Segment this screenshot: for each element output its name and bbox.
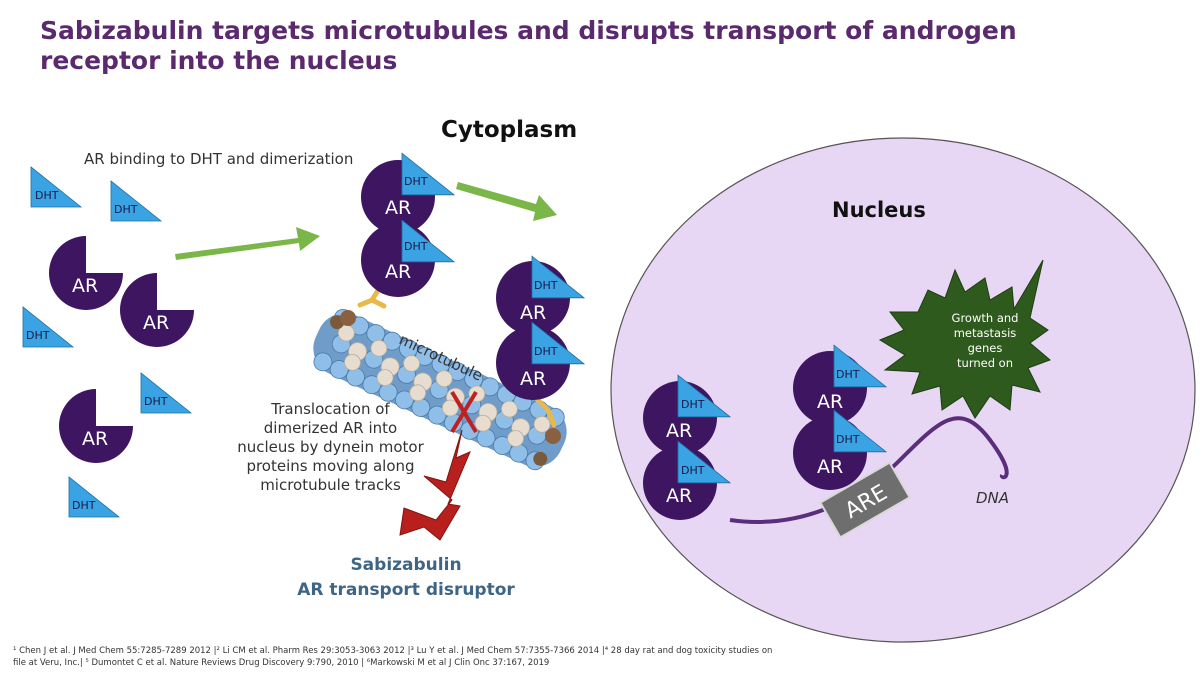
- gene-line-4: turned on: [957, 356, 1013, 370]
- nucleus-ellipse: [610, 137, 1196, 643]
- page-title: Sabizabulin targets microtubules and dis…: [40, 16, 1017, 75]
- drug-name: Sabizabulin: [350, 555, 462, 575]
- svg-text:AR: AR: [817, 456, 843, 478]
- ar-receptor: AR: [120, 273, 194, 347]
- svg-text:DHT: DHT: [404, 240, 428, 253]
- drug-role: AR transport disruptor: [297, 580, 515, 600]
- ar-receptor: AR: [59, 389, 133, 463]
- svg-text:AR: AR: [143, 312, 169, 334]
- gene-line-3: genes: [968, 341, 1003, 355]
- svg-text:DHT: DHT: [404, 175, 428, 188]
- translocation-line: microtubule tracks: [260, 476, 401, 494]
- dht-ligand: DHT: [140, 372, 192, 414]
- svg-text:AR: AR: [82, 428, 108, 450]
- svg-text:DHT: DHT: [114, 203, 138, 216]
- svg-text:AR: AR: [666, 485, 692, 507]
- dna-strand: [729, 416, 1009, 524]
- svg-text:AR: AR: [817, 391, 843, 413]
- translocation-line: nucleus by dynein motor: [237, 438, 424, 456]
- footnote-line-1: ¹ Chen J et al. J Med Chem 55:7285-7289 …: [13, 646, 773, 656]
- svg-text:DHT: DHT: [836, 368, 860, 381]
- dht-ligand: DHT: [30, 166, 82, 208]
- dht-ligand: DHT: [68, 476, 120, 518]
- ar-dht-dimer-bound: DHT DHT AR AR: [793, 344, 887, 490]
- svg-text:DHT: DHT: [72, 499, 96, 512]
- microtubule: [313, 308, 567, 471]
- svg-text:AR: AR: [72, 275, 98, 297]
- translocation-line: Translocation of: [271, 400, 390, 418]
- svg-text:DHT: DHT: [836, 433, 860, 446]
- ar-receptor: AR: [49, 236, 123, 310]
- dynein-motor: [340, 284, 387, 326]
- svg-text:DHT: DHT: [144, 395, 168, 408]
- dynein-motor: [533, 395, 561, 444]
- svg-text:DHT: DHT: [534, 345, 558, 358]
- ar-dht-dimer: DHT DHT AR AR: [361, 152, 455, 297]
- arrow-to-nucleus: [456, 182, 557, 221]
- svg-text:AR: AR: [520, 368, 546, 390]
- svg-text:DHT: DHT: [681, 464, 705, 477]
- gene-line-2: metastasis: [954, 326, 1017, 340]
- dimerization-step-label: AR binding to DHT and dimerization: [84, 150, 354, 168]
- footnote-line-2: file at Veru, Inc.| ⁵ Dumontet C et al. …: [13, 658, 550, 668]
- sabizabulin-bolt-icon: [399, 429, 471, 541]
- gene-line-1: Growth and: [952, 311, 1019, 325]
- svg-text:DHT: DHT: [681, 398, 705, 411]
- cytoplasm-label: Cytoplasm: [441, 117, 578, 143]
- svg-text:DHT: DHT: [35, 189, 59, 202]
- svg-text:DHT: DHT: [26, 329, 50, 342]
- ar-dht-dimer: DHT DHT AR AR: [496, 255, 585, 400]
- translocation-line: proteins moving along: [246, 457, 415, 475]
- footnote: ¹ Chen J et al. J Med Chem 55:7285-7289 …: [13, 645, 913, 669]
- gene-activation-burst: [878, 259, 1051, 419]
- svg-text:AR: AR: [520, 302, 546, 324]
- dht-ligand: DHT: [110, 180, 162, 222]
- svg-text:AR: AR: [666, 420, 692, 442]
- svg-text:AR: AR: [385, 197, 411, 219]
- translocation-line: dimerized AR into: [263, 419, 398, 437]
- svg-text:AR: AR: [385, 261, 411, 283]
- ar-dht-dimer: DHT DHT AR AR: [643, 374, 731, 520]
- disruption-x-icon: [450, 390, 478, 434]
- dht-ligand: DHT: [22, 306, 74, 348]
- arrow-to-dimer: [175, 227, 320, 260]
- translocation-description: Translocation of dimerized AR into nucle…: [228, 400, 433, 495]
- svg-text:DHT: DHT: [534, 279, 558, 292]
- nucleus-label: Nucleus: [832, 198, 926, 222]
- dna-label: DNA: [976, 489, 1009, 507]
